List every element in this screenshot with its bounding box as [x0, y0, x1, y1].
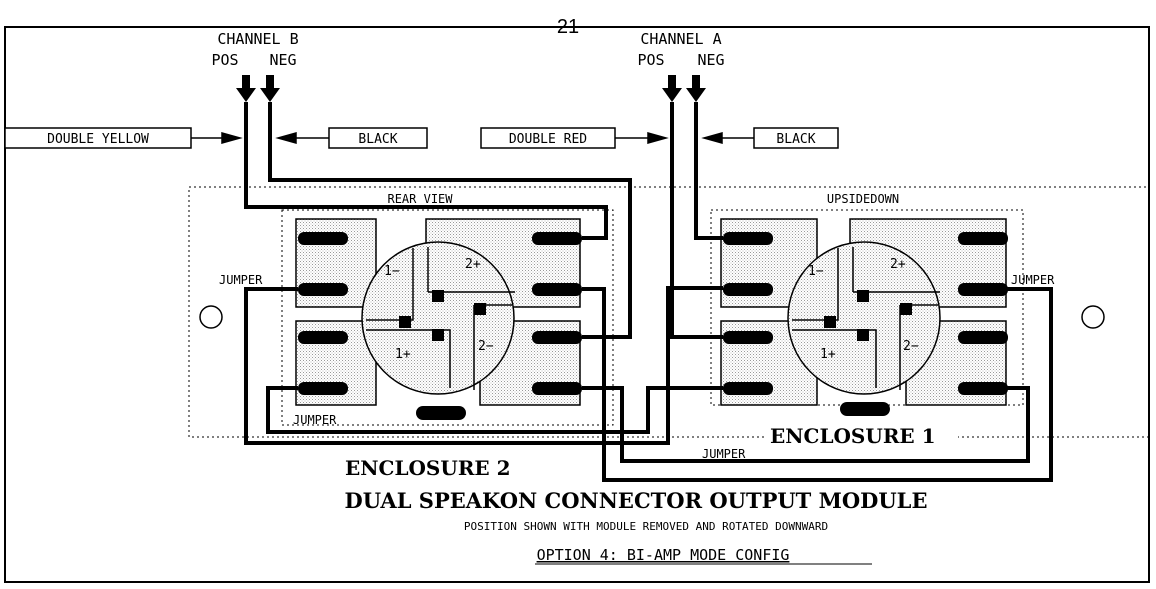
- black-a-label: BLACK: [776, 132, 815, 147]
- channel-arrows: [236, 75, 706, 102]
- channel-a-title: CHANNEL A: [640, 30, 721, 48]
- upsidedown-label: UPSIDEDOWN: [827, 192, 899, 206]
- arrow-a-pos: [662, 75, 682, 102]
- left-lobe-3: [366, 329, 451, 388]
- enclosure-1-label: ENCLOSURE 1: [770, 424, 936, 448]
- right-speakon-connector: 1− 2+ 1+ 2−: [720, 218, 1008, 416]
- channel-a-label: CHANNEL A POS NEG: [637, 30, 724, 69]
- double-red-label: DOUBLE RED: [509, 132, 587, 147]
- enclosure-1-label-bg: [766, 424, 958, 448]
- right-terminal-1-minus: 1−: [808, 264, 824, 279]
- left-terminal-2-minus: 2−: [478, 339, 494, 354]
- left-speakon-circle: [361, 241, 515, 395]
- wire-label-leaders: [191, 132, 754, 144]
- black-b-label: BLACK: [358, 132, 397, 147]
- diagram-title: DUAL SPEAKON CONNECTOR OUTPUT MODULE: [345, 488, 928, 513]
- page-number: 21: [557, 16, 579, 38]
- right-speakon-circle: [787, 241, 941, 395]
- jumper-label-left-bottom: JUMPER: [293, 413, 337, 427]
- left-terminal-2-plus: 2+: [465, 257, 481, 272]
- arrow-b-pos: [236, 75, 256, 102]
- jumper-label-center-bottom: JUMPER: [702, 447, 746, 461]
- jumper-left-bottom: [266, 386, 723, 434]
- mounting-hole-right: [1081, 305, 1105, 329]
- channel-a-pos: POS: [637, 51, 664, 69]
- left-lobe-1: [366, 248, 414, 321]
- jumper-label-right-side: JUMPER: [1011, 273, 1055, 287]
- wiring: [244, 102, 1053, 482]
- double-yellow-label: DOUBLE YELLOW: [47, 132, 149, 147]
- diagram-subtitle: POSITION SHOWN WITH MODULE REMOVED AND R…: [464, 520, 828, 533]
- rear-view-label: REAR VIEW: [387, 192, 453, 206]
- channel-b-neg: NEG: [269, 51, 296, 69]
- wire-label-boxes: DOUBLE YELLOW BLACK DOUBLE RED BLACK: [4, 127, 839, 149]
- diagram-option: OPTION 4: BI-AMP MODE CONFIG: [537, 546, 790, 564]
- wire-b-neg: [268, 102, 632, 339]
- wire-b-pos: [244, 102, 608, 240]
- wire-a-neg: [694, 102, 723, 240]
- channel-b-title: CHANNEL B: [217, 30, 298, 48]
- jumper-center: [582, 386, 1030, 463]
- jumper-left-mid: [582, 287, 1053, 482]
- jumper-left-side: [244, 286, 723, 445]
- arrow-a-neg: [686, 75, 706, 102]
- left-terminal-1-plus: 1+: [395, 347, 411, 362]
- right-terminal-2-plus: 2+: [890, 257, 906, 272]
- channel-a-neg: NEG: [697, 51, 724, 69]
- arrow-b-neg: [260, 75, 280, 102]
- mounting-hole-left: [199, 305, 223, 329]
- left-speakon-connector: 1− 2+ 1+ 2−: [295, 218, 582, 420]
- left-terminal-1-minus: 1−: [384, 264, 400, 279]
- channel-b-pos: POS: [211, 51, 238, 69]
- channel-b-label: CHANNEL B POS NEG: [211, 30, 298, 69]
- wire-a-pos: [670, 102, 723, 339]
- right-terminal-1-plus: 1+: [820, 347, 836, 362]
- right-lobe-1: [792, 248, 839, 321]
- enclosure-2-label: ENCLOSURE 2: [345, 456, 511, 480]
- jumper-label-left-side: JUMPER: [219, 273, 263, 287]
- outer-border: [4, 26, 1150, 583]
- right-terminal-2-minus: 2−: [903, 339, 919, 354]
